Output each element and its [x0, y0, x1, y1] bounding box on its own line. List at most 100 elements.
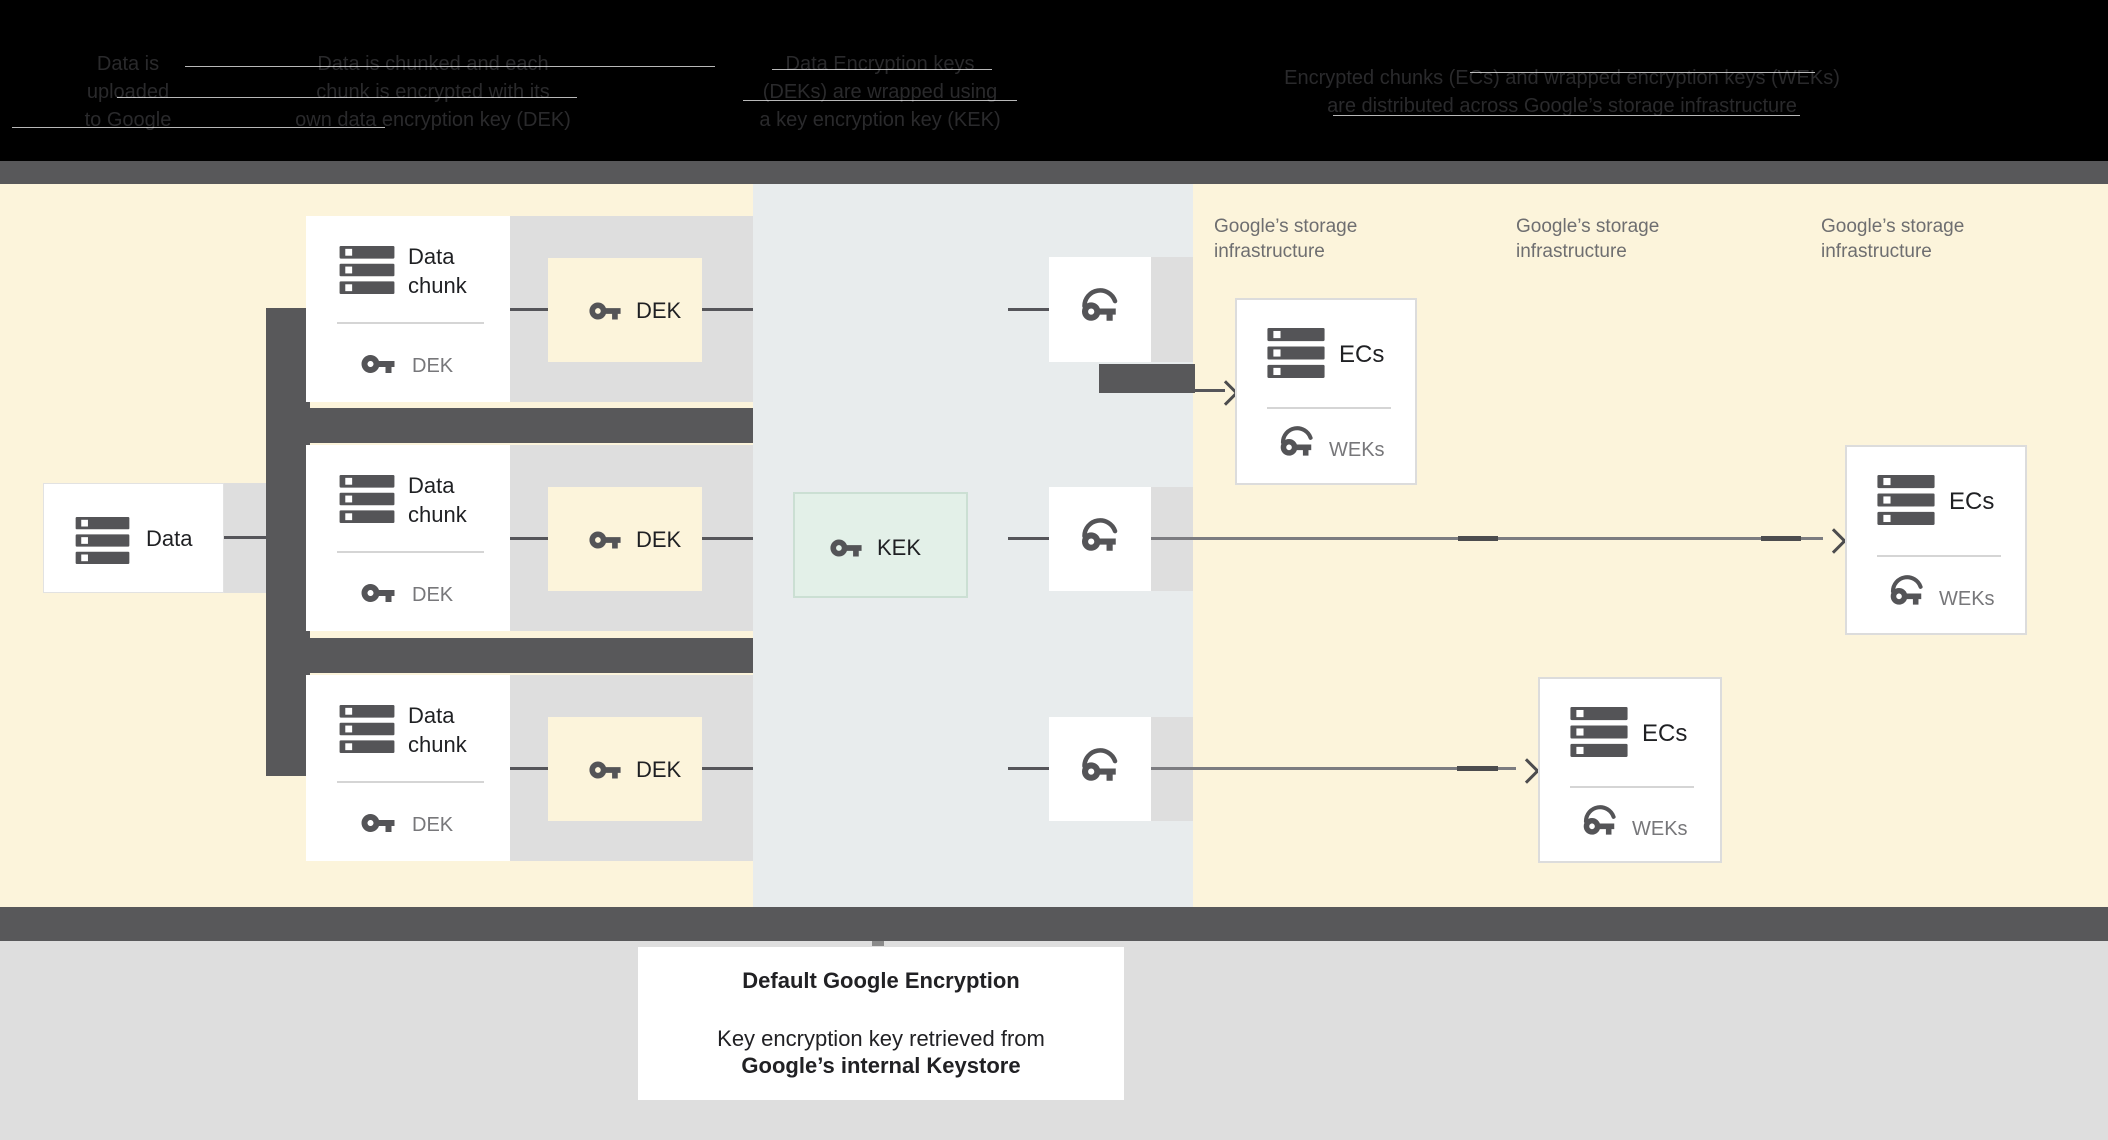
- header-artifact-line: [772, 69, 992, 70]
- chunk3-to-dek3-line: [510, 767, 548, 770]
- ecs-box-label: ECs: [1949, 488, 1995, 515]
- wrapped-key-icon: [1580, 805, 1620, 843]
- chunk-dek-label: DEK: [412, 355, 454, 377]
- chunk-title-line: Data: [408, 473, 455, 498]
- wrap-key-1-output-bar: [1099, 364, 1195, 393]
- key-icon: [358, 805, 398, 841]
- caption-line-2: Google’s internal Keystore: [741, 1053, 1021, 1078]
- chunk-server-icon: [338, 705, 396, 753]
- wrap-key-box-2: [1049, 487, 1151, 591]
- ecs-box-divider: [1267, 407, 1391, 409]
- top-separator-bar: [0, 161, 2108, 184]
- trunk-connector-bar: [266, 308, 310, 776]
- chunk-server-icon: [338, 246, 396, 294]
- chunk-title-line: Data: [408, 244, 455, 269]
- header-step-4-line: Encrypted chunks (ECs) and wrapped encry…: [1284, 67, 1840, 89]
- ecs-box-label: ECs: [1642, 720, 1688, 747]
- ecs-weks-label: WEKs: [1632, 818, 1688, 840]
- wrap-key-box-1: [1049, 257, 1151, 362]
- storage-label-line: Google’s storage: [1516, 216, 1660, 237]
- data-server-icon: [74, 517, 131, 564]
- storage-label-line: infrastructure: [1516, 241, 1627, 262]
- header-band: [0, 0, 2108, 161]
- chunk-title-line: Data: [408, 703, 455, 728]
- chunk-box-divider: [337, 322, 484, 324]
- storage-label-line: Google’s storage: [1214, 216, 1358, 237]
- key-icon: [358, 346, 398, 382]
- ecs-server-icon: [1570, 707, 1628, 757]
- dek3-out-line: [702, 767, 753, 770]
- ecs-box-3: ECs WEKs: [1538, 677, 1722, 863]
- dek1-out-line: [702, 308, 753, 311]
- chunk-title-line: chunk: [408, 273, 467, 298]
- ecs-box-divider: [1877, 555, 2001, 557]
- key-icon: [584, 753, 626, 787]
- kek-to-wrap3-line: [1008, 767, 1049, 770]
- header-step-1-line: uploaded: [86, 81, 170, 103]
- storage-label-line: infrastructure: [1214, 241, 1325, 262]
- arrow-to-ecs3-dark-segment: [1457, 766, 1498, 771]
- header-step-1-line: Data is: [96, 53, 160, 75]
- ecs-box-2: ECs WEKs: [1845, 445, 2027, 635]
- ecs-box-1: ECs WEKs: [1235, 298, 1417, 485]
- dek-box-label: DEK: [636, 298, 682, 323]
- arrow-to-ecs1-line: [1195, 389, 1225, 392]
- ecs-box-label: ECs: [1339, 341, 1385, 368]
- header-artifact-line: [743, 100, 1017, 101]
- chunk-dek-label: DEK: [412, 814, 454, 836]
- header-artifact-line: [117, 97, 577, 98]
- key-icon: [825, 531, 867, 565]
- key-icon: [584, 523, 626, 557]
- storage-label-line: infrastructure: [1821, 241, 1932, 262]
- arrow-to-ecs3-line: [1151, 767, 1516, 770]
- dek-box-label: DEK: [636, 527, 682, 552]
- header-step-2: Data is chunked and each chunk is encryp…: [273, 50, 593, 134]
- caption-pointer-tick: [872, 941, 884, 946]
- wrap-key-box-3: [1049, 717, 1151, 821]
- wrapped-key-icon: [1277, 426, 1317, 464]
- kek-to-wrap2-line: [1008, 537, 1049, 540]
- header-artifact-line: [12, 127, 385, 128]
- caption-title: Default Google Encryption: [742, 968, 1020, 993]
- header-step-3-line: a key encryption key (KEK): [759, 109, 1001, 131]
- chunk1-to-dek1-line: [510, 308, 548, 311]
- data-chunk-box-3: Data chunk DEK: [306, 675, 510, 861]
- arrow-to-ecs2-dark-segment: [1761, 536, 1801, 541]
- header-step-3-line: Data Encryption keys: [785, 53, 975, 75]
- dek2-out-line: [702, 537, 753, 540]
- header-step-2-line: own data encryption key (DEK): [295, 109, 571, 131]
- header-step-3-line: (DEKs) are wrapped using: [762, 81, 998, 103]
- dek-box-label: DEK: [636, 757, 682, 782]
- horizontal-connector-bar-2: [266, 638, 753, 673]
- header-artifact-line: [185, 66, 715, 67]
- ecs-weks-label: WEKs: [1329, 439, 1385, 461]
- kek-box-label: KEK: [877, 535, 922, 560]
- header-artifact-line: [1333, 115, 1800, 116]
- data-to-trunk-line: [224, 536, 266, 539]
- chunk-box-title: Data chunk: [408, 242, 467, 300]
- chunk2-to-dek2-line: [510, 537, 548, 540]
- bottom-separator-bar: [0, 907, 2108, 941]
- storage-label-line: Google’s storage: [1821, 216, 1965, 237]
- ecs-box-divider: [1570, 786, 1694, 788]
- key-icon: [584, 294, 626, 328]
- data-chunk-box-1: Data chunk DEK: [306, 216, 510, 402]
- arrow-to-ecs2-dark-segment: [1458, 536, 1498, 541]
- key-icon: [358, 575, 398, 611]
- storage-label-1: Google’s storage infrastructure: [1214, 214, 1474, 264]
- header-step-2-line: Data is chunked and each: [317, 53, 549, 75]
- header-step-4-line: are distributed across Google’s storage …: [1327, 95, 1797, 117]
- wrapped-key-icon: [1079, 748, 1121, 790]
- chunk-title-line: chunk: [408, 732, 467, 757]
- caption-line-1: Key encryption key retrieved from: [717, 1026, 1045, 1051]
- wrapped-key-icon: [1079, 518, 1121, 560]
- chunk-server-icon: [338, 475, 396, 523]
- ecs-weks-label: WEKs: [1939, 588, 1995, 610]
- storage-label-2: Google’s storage infrastructure: [1516, 214, 1776, 264]
- dek-box-2: DEK: [548, 487, 702, 591]
- ecs-server-icon: [1877, 475, 1935, 525]
- header-step-1-line: to Google: [84, 109, 172, 131]
